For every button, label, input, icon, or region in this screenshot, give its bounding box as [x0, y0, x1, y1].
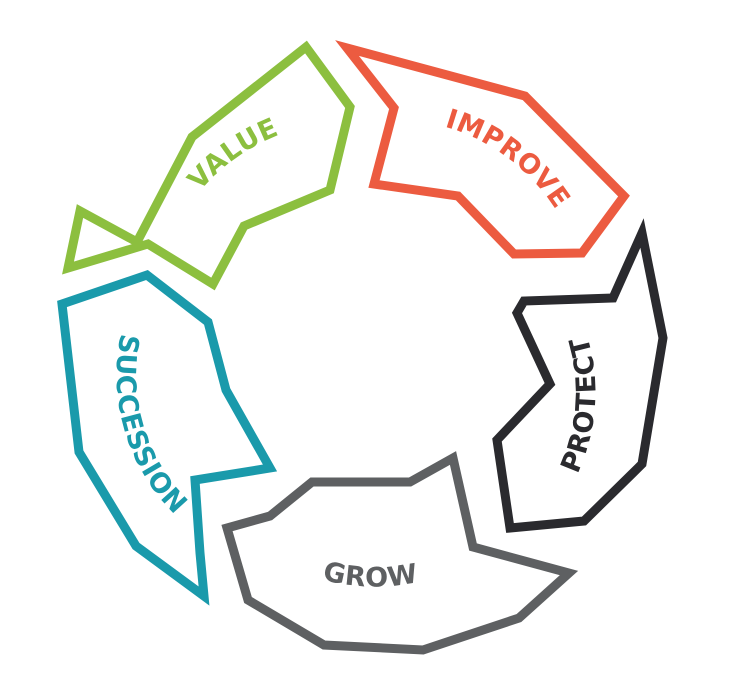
succession-segment: [57, 269, 278, 606]
grow-segment: [221, 451, 579, 655]
protect-segment: [492, 218, 668, 533]
improve-segment: [335, 40, 630, 259]
value-segment: [62, 40, 355, 291]
